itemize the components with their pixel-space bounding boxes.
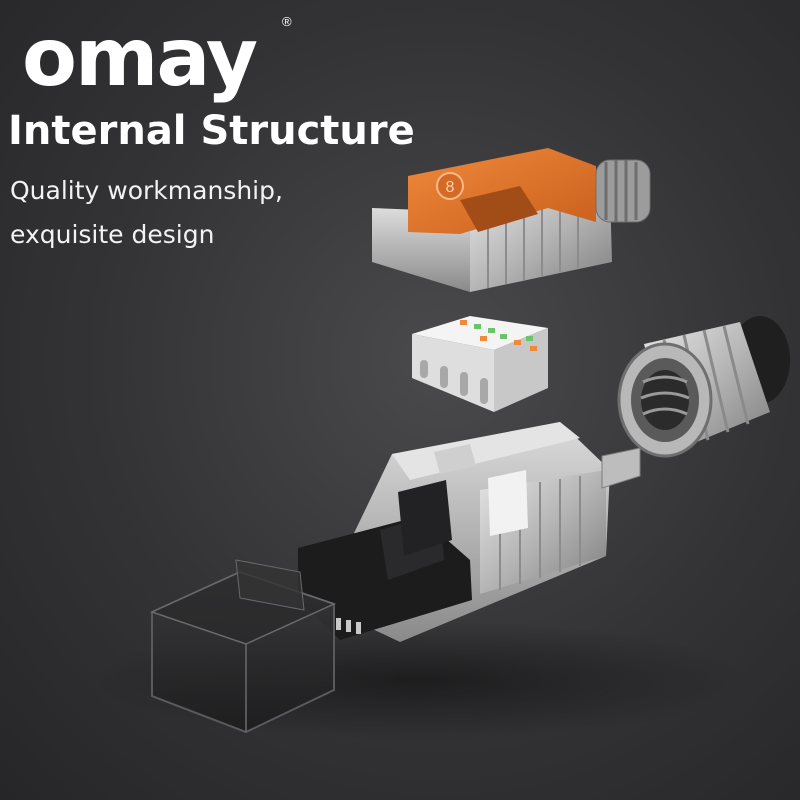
svg-text:8: 8 [446,179,455,196]
tagline-line-2: exquisite design [10,220,215,249]
brand-logo: omay [22,11,258,104]
clear-boot-icon [149,559,337,734]
wire-manager-icon [412,316,548,412]
registered-mark: ® [282,14,292,29]
shield-body-icon [298,422,641,642]
page-title: Internal Structure [8,108,415,154]
tagline-line-1: Quality workmanship, [10,176,283,205]
gland-nut-icon [617,316,790,458]
orange-cap-icon: 8 [372,148,651,292]
